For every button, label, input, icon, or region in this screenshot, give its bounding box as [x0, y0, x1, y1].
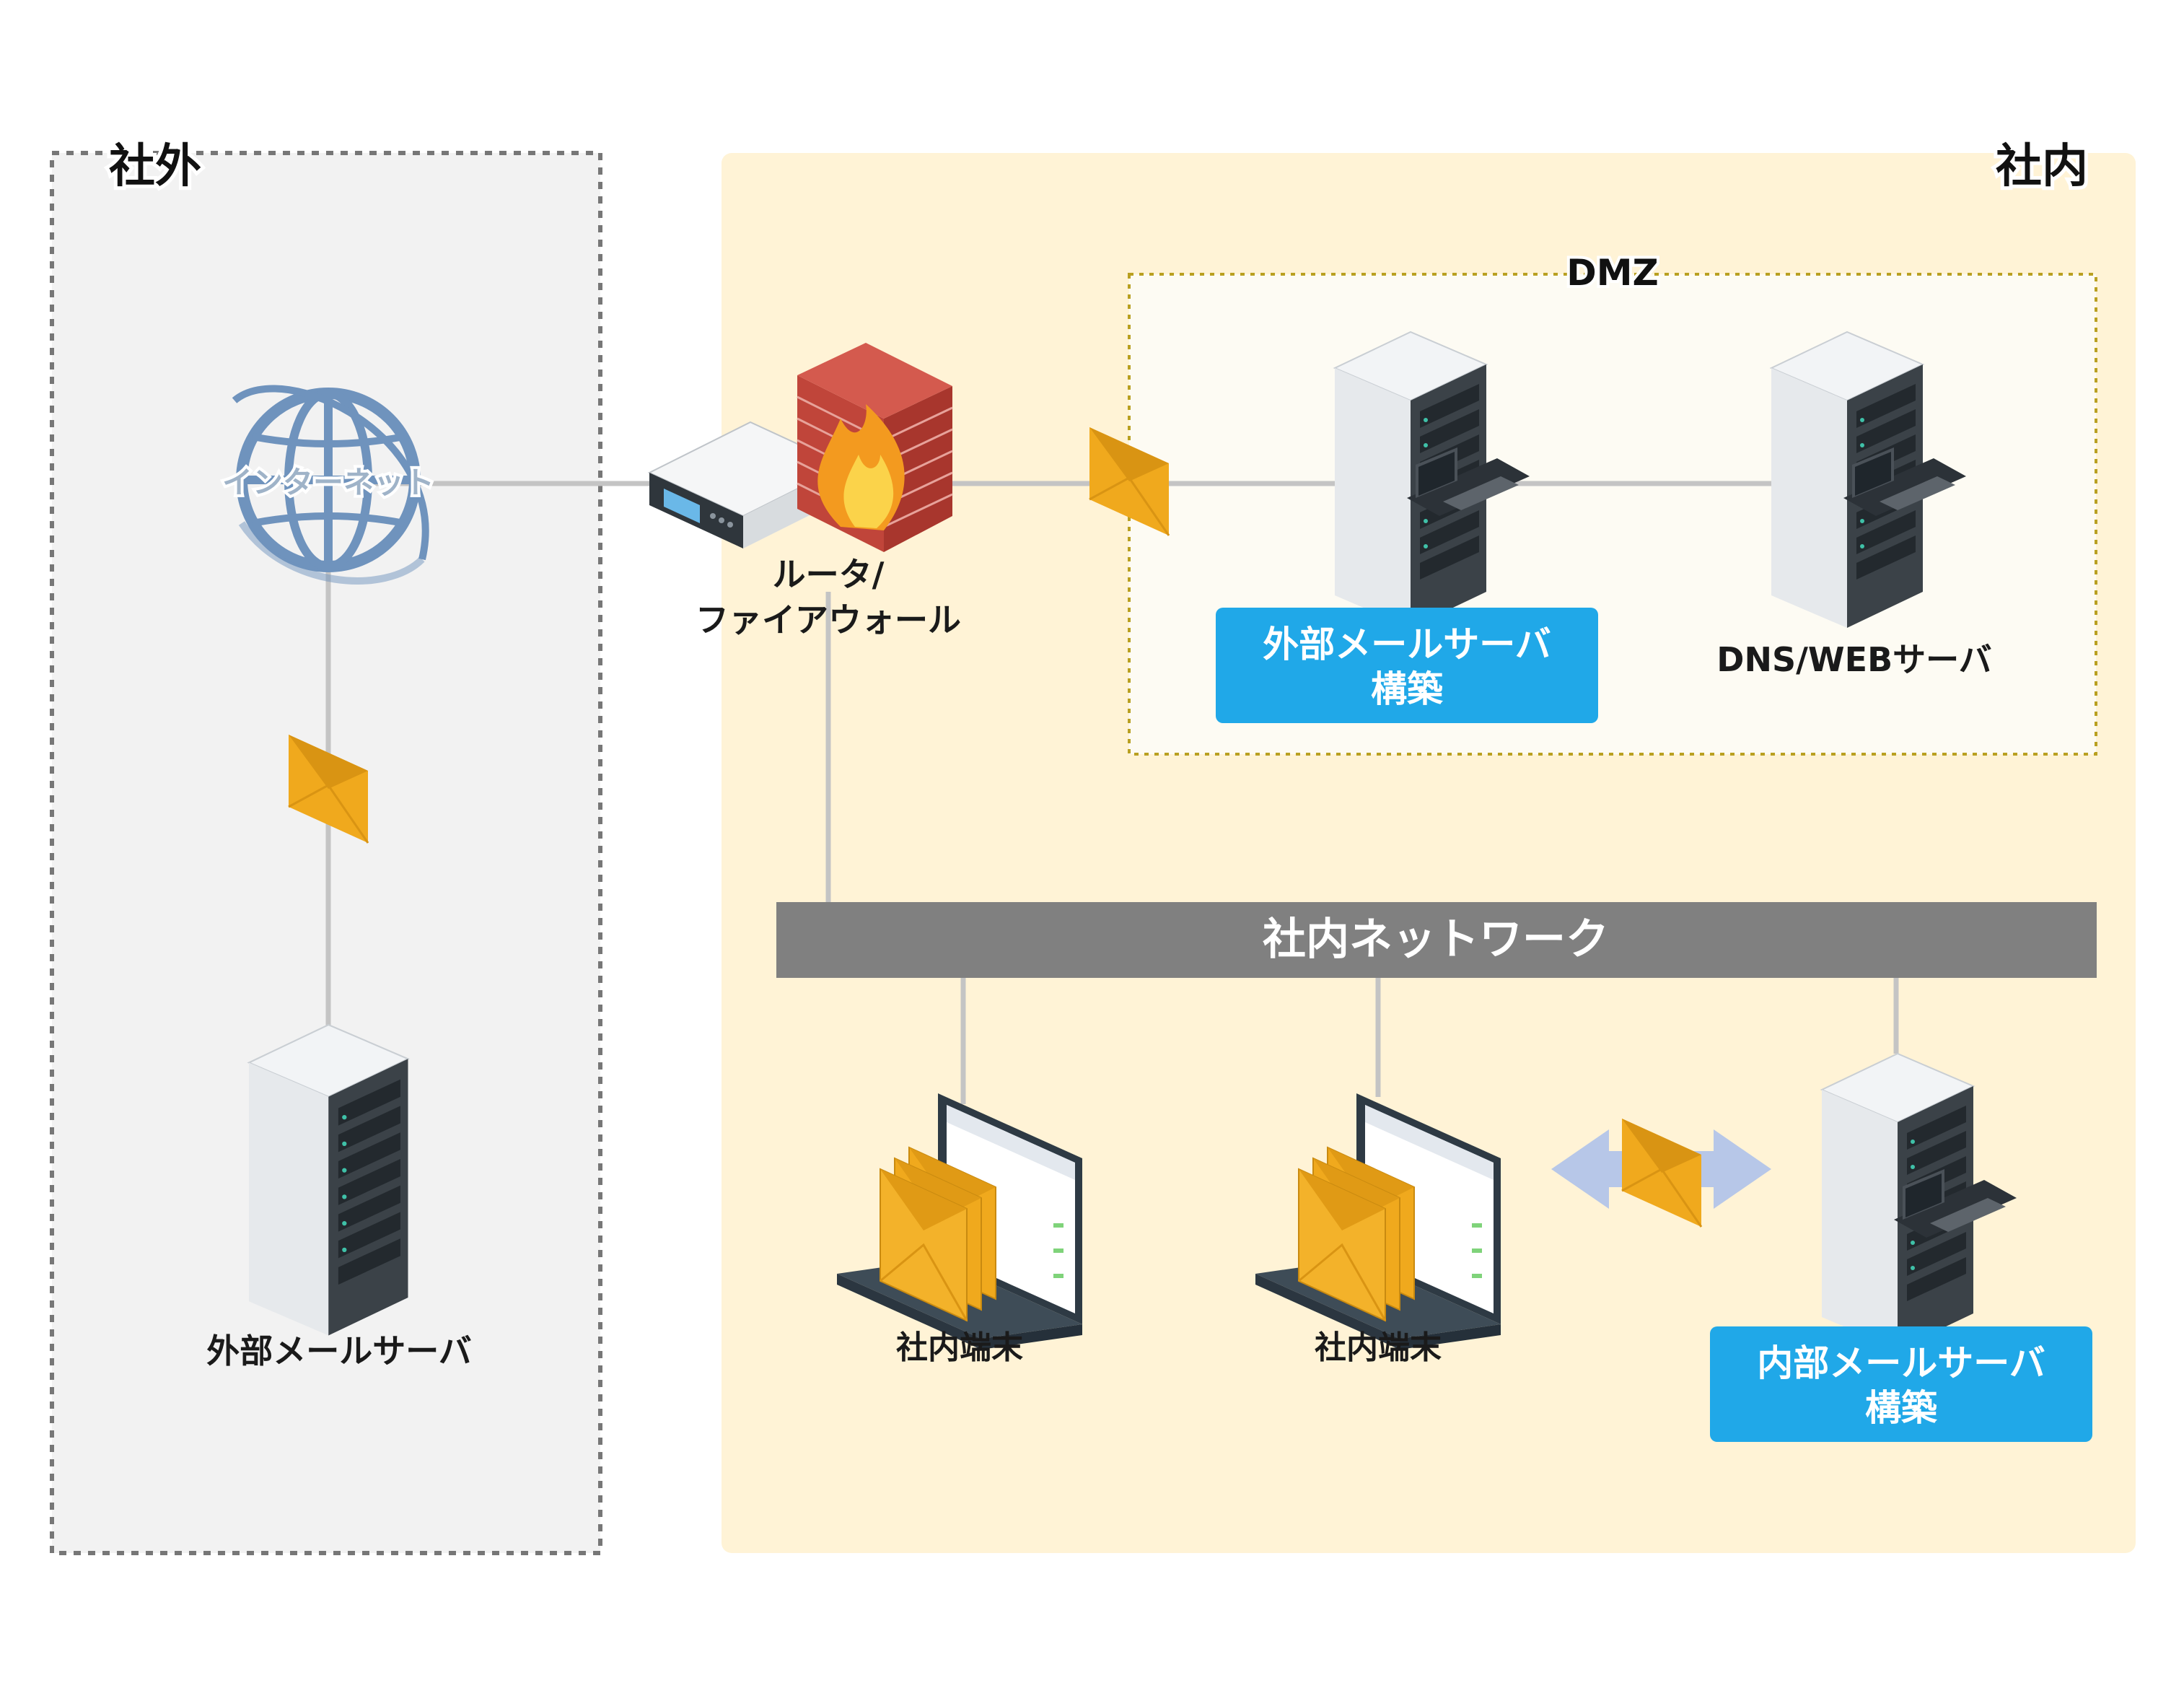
ext-mail-server-outside-label: 外部メールサーバ — [206, 1331, 472, 1370]
internet-label: インターネット — [222, 465, 434, 500]
int-mail-build-line2: 構築 — [1865, 1387, 1938, 1429]
outside-zone-title: 社外 — [109, 140, 201, 193]
terminal-1-label: 社内端末 — [896, 1329, 1023, 1366]
ext-mail-build-line1: 外部メールサーバ — [1263, 624, 1551, 665]
dmz-title: DMZ — [1566, 252, 1659, 294]
ext-mail-build-line2: 構築 — [1371, 668, 1444, 710]
int-mail-build-box — [1710, 1326, 2092, 1442]
router-label-line1: ルータ/ — [773, 555, 885, 594]
internal-network-label: 社内ネットワーク — [1263, 914, 1609, 965]
dns-web-server-label: DNS/WEBサーバ — [1716, 640, 1991, 679]
ext-mail-build-box — [1216, 608, 1598, 723]
server-rack-icon — [247, 1023, 409, 1337]
int-mail-build-line1: 内部メールサーバ — [1757, 1342, 2045, 1384]
globe-icon — [232, 385, 429, 585]
internal-network-bar — [776, 902, 2097, 978]
inside-zone-title: 社内 — [1996, 140, 2088, 193]
router-label-line2: ファイアウォール — [696, 600, 961, 639]
firewall-icon — [797, 343, 953, 552]
terminal-2-label: 社内端末 — [1315, 1329, 1442, 1366]
